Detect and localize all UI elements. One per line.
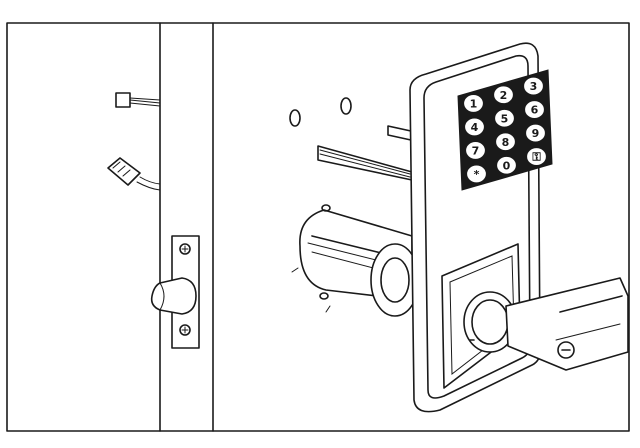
lock-chassis — [291, 204, 425, 317]
keypad-key-9: 9 — [524, 123, 547, 143]
keypad-key-3: 3 — [522, 76, 545, 96]
keypad-key-label: 5 — [501, 112, 509, 125]
mounting-hole — [340, 97, 352, 115]
keypad-key-4: 4 — [463, 117, 486, 137]
keypad-key-label: 6 — [531, 104, 539, 117]
spindle — [317, 125, 421, 181]
wire-connector-top — [115, 92, 161, 108]
mounting-hole — [289, 109, 301, 127]
keypad-key-label: 0 — [503, 159, 511, 172]
lever-handle — [463, 277, 629, 371]
keypad-key-label: 7 — [472, 144, 480, 157]
keypad-key-label: 4 — [471, 121, 479, 134]
keypad-key-6: 6 — [523, 99, 546, 120]
keypad: 1 2 3 4 5 6 7 8 9 * 0 ⚿ — [457, 69, 553, 191]
keypad-key-label: 9 — [532, 127, 540, 140]
keypad-key-label: * — [474, 168, 480, 181]
keypad-key-label: 1 — [470, 97, 478, 110]
latch-bolt — [150, 277, 197, 315]
keypad-key-label: ⚿ — [532, 151, 541, 164]
keypad-key-0: 0 — [495, 155, 518, 175]
diagram-frame — [6, 22, 630, 432]
keypad-key-1: 1 — [462, 93, 485, 114]
keypad-key-label: 8 — [502, 136, 510, 149]
keypad-key-label: 2 — [500, 89, 508, 102]
keypad-key-8: 8 — [494, 132, 517, 152]
keypad-key-label: 3 — [530, 80, 538, 93]
keypad-key-2: 2 — [492, 85, 515, 105]
keypad-key-5: 5 — [493, 108, 516, 128]
keypad-key-key: ⚿ — [525, 146, 548, 167]
door-edge — [159, 22, 214, 432]
keypad-key-7: 7 — [464, 140, 487, 161]
wire-connector-bottom — [107, 157, 161, 191]
keypad-key-star: * — [465, 164, 488, 184]
